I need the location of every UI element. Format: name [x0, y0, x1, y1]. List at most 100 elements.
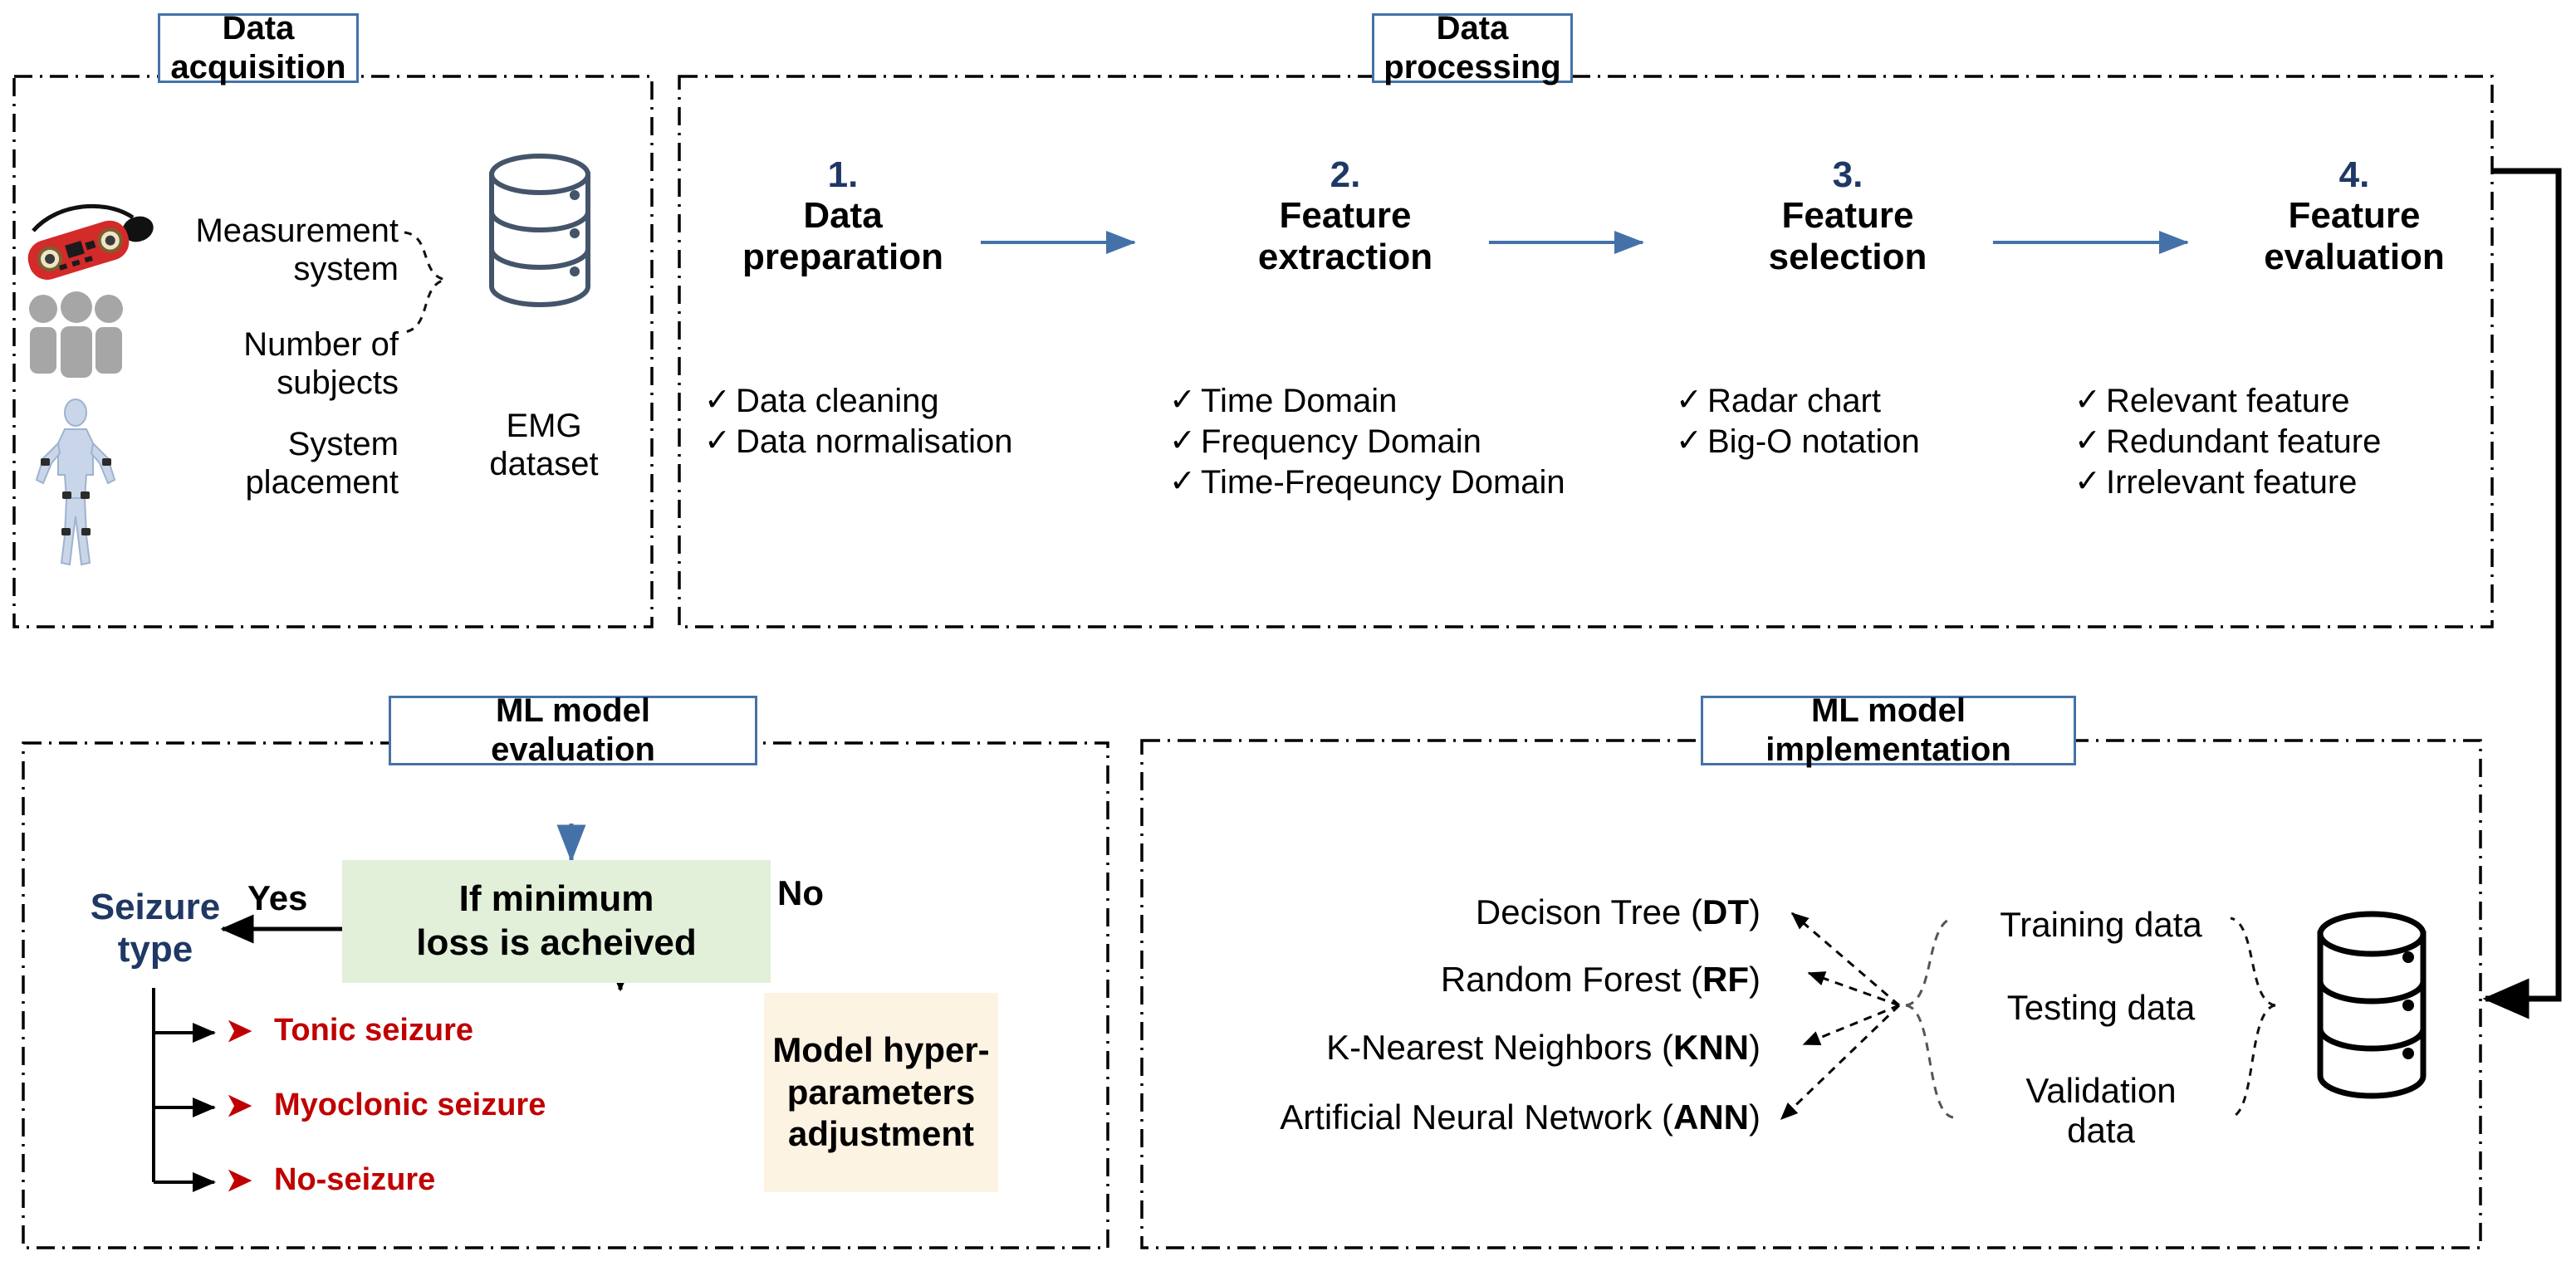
emg-dataset-label: EMG dataset — [465, 407, 623, 484]
split-validation-line2: data — [2067, 1111, 2135, 1151]
check-icon: ✓ — [2074, 423, 2101, 459]
database-cylinder-icon-acquisition — [489, 154, 590, 307]
seizure-type-line1: Seizure — [90, 887, 221, 927]
check-icon: ✓ — [1169, 423, 1196, 459]
emg-dataset-line1: EMG — [506, 408, 582, 444]
acq-label-1-line2: subjects — [277, 364, 399, 402]
acquisition-item-label-system-placement: System placement — [100, 425, 399, 502]
split-brace-upper — [1905, 917, 1954, 1007]
split-to-models-fan — [1780, 912, 1901, 1121]
title-box-ml-implementation[interactable]: ML model implementation — [1701, 692, 2076, 768]
step-3-title-line2: selection — [1768, 236, 1927, 277]
step-2-title-line2: extraction — [1257, 236, 1433, 277]
model-row-knn: K-Nearest Neighbors (KNN) — [1326, 1028, 1761, 1067]
step-4-title-line1: Feature — [2288, 195, 2421, 237]
checklist-2-item-1: Frequency Domain — [1201, 423, 1481, 461]
checklist-1-item-1: Data normalisation — [736, 423, 1013, 461]
checklist-3-item-1: Big-O notation — [1707, 423, 1920, 461]
checklist-2-item-2: Time-Freqeuncy Domain — [1201, 464, 1565, 501]
split-brace-lower — [1905, 1004, 1954, 1119]
seizure-outcome-0: Tonic seizure — [274, 1013, 474, 1048]
checklist-4-item-2: Irrelevant feature — [2106, 464, 2358, 501]
group-of-people-icon — [29, 291, 123, 378]
step-header-1: 1. Data preparation — [706, 154, 980, 277]
checklist-4-item-1: Redundant feature — [2106, 423, 2382, 461]
checklist-step-3: ✓Radar chart ✓Big-O notation — [1676, 382, 2008, 463]
hyperparam-line3: adjustment — [787, 1114, 974, 1154]
step-4-title-line2: evaluation — [2264, 236, 2445, 277]
label-no: No — [777, 873, 824, 912]
checklist-2-item-0: Time Domain — [1201, 383, 1398, 419]
title-ml-implementation-line1: ML model — [1811, 692, 1966, 729]
split-label-training: Training data — [2000, 905, 2202, 944]
seizure-bullet-icon-2: ➤ — [226, 1163, 252, 1198]
decision-box-minimum-loss[interactable]: If minimum loss is acheived — [342, 860, 771, 983]
emg-dataset-line2: dataset — [489, 446, 599, 483]
title-data-acquisition-line2: acquisition — [170, 49, 346, 86]
title-ml-implementation-line2: implementation — [1765, 731, 2011, 768]
checklist-item: ✓Irrelevant feature — [2074, 463, 2481, 502]
title-box-ml-evaluation[interactable]: ML model evaluation — [389, 692, 757, 768]
decision-line1: If minimum — [458, 878, 654, 920]
split-label-validation: Validation data — [1976, 1071, 2226, 1151]
acquisition-item-label-number-of-subjects: Number of subjects — [133, 325, 399, 403]
model-name-0: Decison Tree — [1475, 892, 1682, 931]
hyperparam-line1: Model hyper- — [772, 1030, 990, 1070]
arrow-processing-to-dataset — [2482, 168, 2562, 1019]
model-name-2: K-Nearest Neighbors — [1326, 1028, 1653, 1067]
step-1-number: 1. — [827, 154, 859, 195]
seizure-bullet-icon-0: ➤ — [226, 1014, 252, 1049]
step-2-number: 2. — [1330, 154, 1361, 195]
model-abbr-2: KNN — [1673, 1028, 1749, 1067]
dataset-brace-upper — [2230, 917, 2276, 1007]
model-row-random-forest: Random Forest (RF) — [1440, 960, 1761, 999]
acq-label-0-line2: system — [293, 251, 399, 288]
check-icon: ✓ — [1169, 383, 1196, 418]
seizure-type-line2: type — [117, 928, 193, 970]
step-4-number: 4. — [2338, 154, 2370, 195]
checklist-4-item-0: Relevant feature — [2106, 383, 2350, 419]
hyperparameter-adjustment-box[interactable]: Model hyper- parameters adjustment — [764, 993, 998, 1192]
acq-label-1-line1: Number of — [243, 326, 399, 363]
title-ml-evaluation-line2: evaluation — [491, 731, 655, 768]
model-row-decision-tree: Decison Tree (DT) — [1475, 892, 1761, 931]
check-icon: ✓ — [704, 423, 731, 459]
checklist-3-item-0: Radar chart — [1707, 383, 1881, 419]
split-validation-line1: Validation — [2025, 1071, 2177, 1110]
seizure-type-heading: Seizure type — [51, 887, 259, 970]
check-icon: ✓ — [704, 383, 731, 418]
step-3-number: 3. — [1832, 154, 1863, 195]
check-icon: ✓ — [2074, 464, 2101, 500]
title-data-processing-line2: processing — [1383, 49, 1561, 86]
checklist-item: ✓Frequency Domain — [1169, 423, 1568, 462]
checklist-item: ✓Big-O notation — [1676, 423, 2008, 462]
title-data-acquisition-line1: Data — [222, 9, 295, 46]
checklist-step-4: ✓Relevant feature ✓Redundant feature ✓Ir… — [2074, 382, 2481, 505]
step-2-title-line1: Feature — [1279, 195, 1412, 237]
step-header-3: 3. Feature selection — [1711, 154, 1985, 277]
title-box-data-processing[interactable]: Data processing — [1372, 10, 1573, 86]
decision-line2: loss is acheived — [416, 922, 697, 963]
step-3-title-line1: Feature — [1781, 195, 1914, 237]
checklist-step-2: ✓Time Domain ✓Frequency Domain ✓Time-Fre… — [1169, 382, 1568, 505]
checklist-item: ✓Redundant feature — [2074, 423, 2481, 462]
title-ml-evaluation-line1: ML model — [496, 692, 650, 729]
seizure-bullet-icon-1: ➤ — [226, 1088, 252, 1123]
step-1-title-line1: Data — [803, 195, 883, 237]
seizure-outcome-2: No-seizure — [274, 1162, 436, 1197]
hyperparam-line2: parameters — [786, 1072, 976, 1112]
step-header-2: 2. Feature extraction — [1208, 154, 1482, 277]
acq-label-2-line2: placement — [245, 464, 399, 501]
model-abbr-3: ANN — [1673, 1097, 1749, 1137]
check-icon: ✓ — [1676, 423, 1702, 459]
title-box-data-acquisition[interactable]: Data acquisition — [158, 9, 359, 86]
database-cylinder-icon-implementation — [2317, 911, 2427, 1099]
check-icon: ✓ — [2074, 383, 2101, 418]
checklist-item: ✓Radar chart — [1676, 382, 2008, 421]
acquisition-item-label-measurement-system: Measurement system — [133, 212, 399, 289]
model-name-1: Random Forest — [1440, 960, 1682, 999]
checklist-item: ✓Data cleaning — [704, 382, 1045, 421]
checklist-item: ✓Data normalisation — [704, 423, 1045, 462]
acq-label-2-line1: System — [287, 426, 399, 462]
